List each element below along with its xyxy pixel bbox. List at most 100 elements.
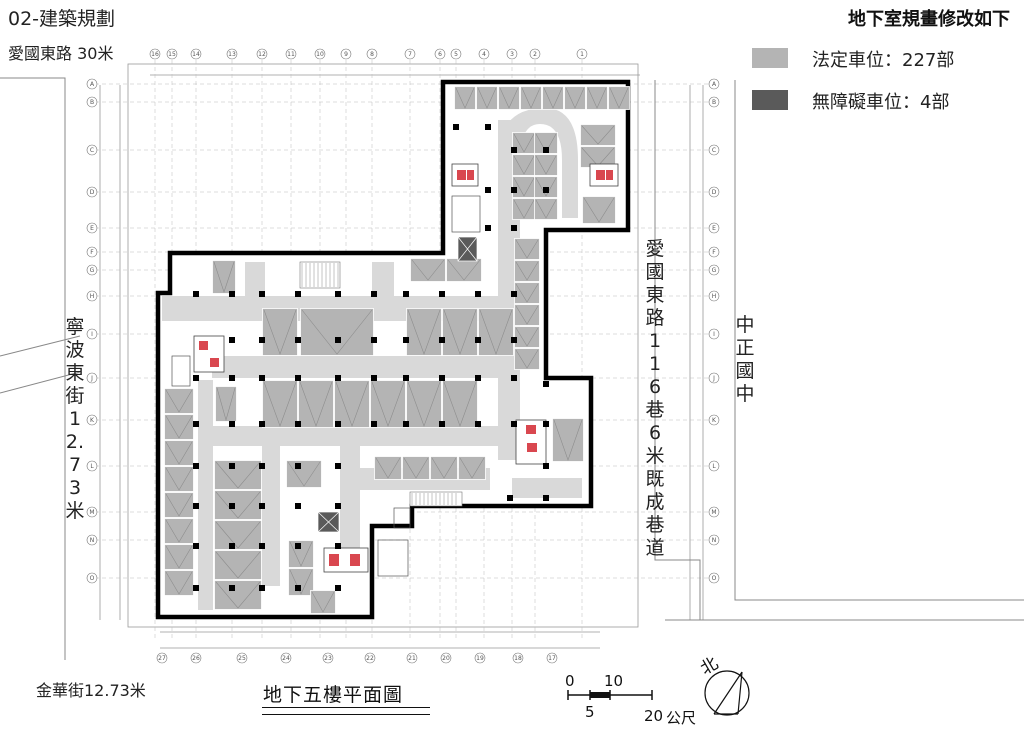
stall-marking [447,259,481,281]
grid-label-side: H [90,293,95,300]
stall-marking [535,155,557,175]
stall-marking [543,87,563,109]
grid-label-top: 9 [344,51,348,58]
grid-label-side: O [712,575,717,582]
grid-label-side: K [712,417,717,424]
grid-label-top: 6 [438,51,442,58]
grid-bubble-top [190,48,202,60]
parking-stall [164,388,194,414]
grid-bubble-top [404,48,416,60]
parking-stall [374,456,402,480]
grid-bubble-top [576,48,588,60]
column [229,291,235,297]
grid-label-side: F [90,249,94,256]
column [193,543,199,549]
grid-bubble-top [506,48,518,60]
column [259,375,265,381]
stall-marking [289,569,313,595]
column [543,421,549,427]
grid-label-side: O [90,575,95,582]
stall-marking [535,199,557,219]
column [475,375,481,381]
parking-stall [520,86,542,110]
stall-marking [165,467,193,491]
grid-bubble-side [86,572,98,584]
parking-stall [498,86,520,110]
column [193,375,199,381]
parking-stall [512,154,536,176]
grid-label-side: H [712,293,717,300]
stall-marking [165,519,193,543]
grid-label-bottom: 22 [366,655,374,662]
stall-marking [165,441,193,465]
column [335,503,341,509]
stall-marking [311,591,335,613]
stall-marking [459,457,485,479]
grid-bubble-top [226,48,238,60]
grid-bubble-side [708,534,720,546]
legend-label-accessible-parking: 無障礙車位：4部 [812,92,950,113]
parking-stall [298,380,334,428]
grid-bubble-bottom [156,652,168,664]
grid-label-side: I [91,331,93,338]
grid-label-side: C [712,147,716,154]
column [259,291,265,297]
stall-marking [515,349,539,369]
stall-marking [215,551,261,579]
scale-mark-10: 10 [604,672,624,690]
grid-label-top: 1 [580,51,584,58]
stall-marking [565,87,585,109]
parking-stall [164,492,194,518]
grid-label-side: F [712,249,716,256]
stall-marking [263,381,297,427]
parking-stall [542,86,564,110]
stall-marking [515,261,539,281]
grid-label-side: J [90,375,93,382]
grid-label-bottom: 18 [514,655,522,662]
parking-stall [454,86,476,110]
stairs [299,261,463,507]
column [335,585,341,591]
grid-bubble-bottom [322,652,334,664]
parking-stall [476,86,498,110]
grid-bubble-bottom [280,652,292,664]
stall-marking [407,381,441,427]
stall-marking [479,309,513,355]
grid-bubble-side [86,222,98,234]
column [485,187,491,193]
stall-marking [587,87,607,109]
elevator-red-marks [199,170,613,566]
parking-stall [370,380,406,428]
parking-stall [286,460,322,488]
column [511,291,517,297]
grid-label-top: 14 [192,51,200,58]
grid-label-bottom: 25 [238,655,246,662]
north-label: 北 [697,654,722,680]
column [335,291,341,297]
stall-marking [515,305,539,325]
column [511,225,517,231]
site-lines [0,77,1024,660]
grid-label-top: 13 [228,51,236,58]
stall-marking [165,415,193,439]
structural-columns [193,124,549,591]
column [439,375,445,381]
grid-label-side: E [712,225,716,232]
grid-bubble-side [708,372,720,384]
stall-marking [411,259,445,281]
parking-stall [300,308,374,356]
grid-label-side: M [711,509,716,516]
column [403,291,409,297]
legend-swatch-legal-parking [752,48,788,68]
grid-bubble-side [708,222,720,234]
stall-marking [515,283,539,303]
road-label-west: 寧波東街12.73米 [65,316,85,522]
stall-marking [477,87,497,109]
stall-marking [609,87,629,109]
parking-stall [514,260,540,282]
parking-stall [262,380,298,428]
grid-label-side: B [90,99,94,106]
grid-label-side: E [90,225,94,232]
grid-label-bottom: 23 [324,655,332,662]
column [335,337,341,343]
